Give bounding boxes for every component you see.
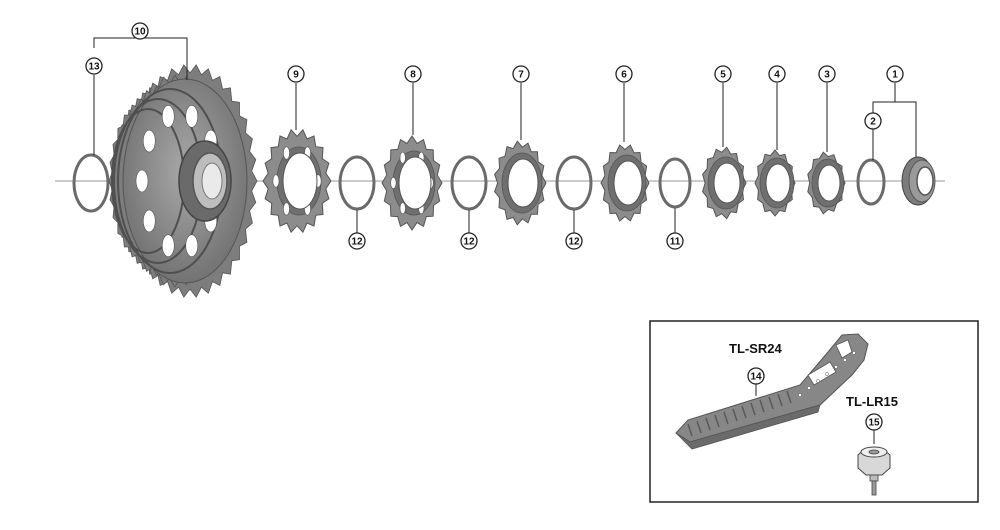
sprocket-8 xyxy=(381,135,443,231)
callout-8: 8 xyxy=(404,65,422,83)
callout-number: 12 xyxy=(463,237,475,248)
callout-number: 7 xyxy=(518,70,524,81)
sprocket-9 xyxy=(262,128,332,234)
sprocket-3 xyxy=(807,151,846,215)
sprocket-cluster-10 xyxy=(108,64,258,298)
callout-9: 9 xyxy=(287,65,305,83)
spacer-12-a xyxy=(338,155,376,211)
callout-10: 10 xyxy=(131,22,149,40)
callout-1: 1 xyxy=(886,65,904,83)
callout-number: 5 xyxy=(720,70,726,81)
tool-inset-box xyxy=(649,320,979,503)
callout-12: 12 xyxy=(460,232,478,250)
callout-number: 9 xyxy=(293,70,299,81)
callout-12: 12 xyxy=(565,232,583,250)
spacer-12-c xyxy=(555,155,593,211)
spacer-13 xyxy=(72,153,110,213)
callout-number: 12 xyxy=(568,237,580,248)
sprocket-4 xyxy=(754,149,796,217)
callout-3: 3 xyxy=(818,65,836,83)
callout-number: 3 xyxy=(824,70,830,81)
callout-5: 5 xyxy=(714,65,732,83)
chain-whip-wrench-14 xyxy=(675,333,869,450)
callout-number: 4 xyxy=(774,70,780,81)
callout-4: 4 xyxy=(768,65,786,83)
tool-label-tl-sr24: TL-SR24 xyxy=(729,341,783,356)
lockring-1 xyxy=(901,156,936,206)
callout-number: 11 xyxy=(670,237,681,248)
callout-14: 14 xyxy=(747,367,765,385)
sprocket-6 xyxy=(600,144,650,222)
tool-label-tl-lr15: TL-LR15 xyxy=(846,394,898,409)
callout-7: 7 xyxy=(512,65,530,83)
callout-13: 13 xyxy=(85,57,103,75)
callout-15: 15 xyxy=(865,413,883,431)
callout-number: 8 xyxy=(410,70,416,81)
callout-6: 6 xyxy=(615,65,633,83)
spacer-12-b xyxy=(450,155,488,211)
callout-12: 12 xyxy=(348,232,366,250)
callout-number: 1 xyxy=(892,70,898,81)
callout-number: 10 xyxy=(134,27,146,38)
callout-2: 2 xyxy=(864,112,882,130)
callout-number: 15 xyxy=(868,418,880,429)
callout-number: 13 xyxy=(88,62,100,73)
lockring-tool-15 xyxy=(857,446,891,496)
callout-11: 11 xyxy=(666,232,684,250)
leader-lines xyxy=(93,37,917,444)
callout-number: 6 xyxy=(621,70,627,81)
callout-number: 14 xyxy=(750,372,762,383)
spacer-2 xyxy=(856,158,886,206)
sprocket-5 xyxy=(702,146,747,220)
sprocket-7 xyxy=(494,140,547,226)
spacer-11 xyxy=(658,157,692,209)
callout-number: 12 xyxy=(351,237,363,248)
callout-number: 2 xyxy=(870,117,876,128)
